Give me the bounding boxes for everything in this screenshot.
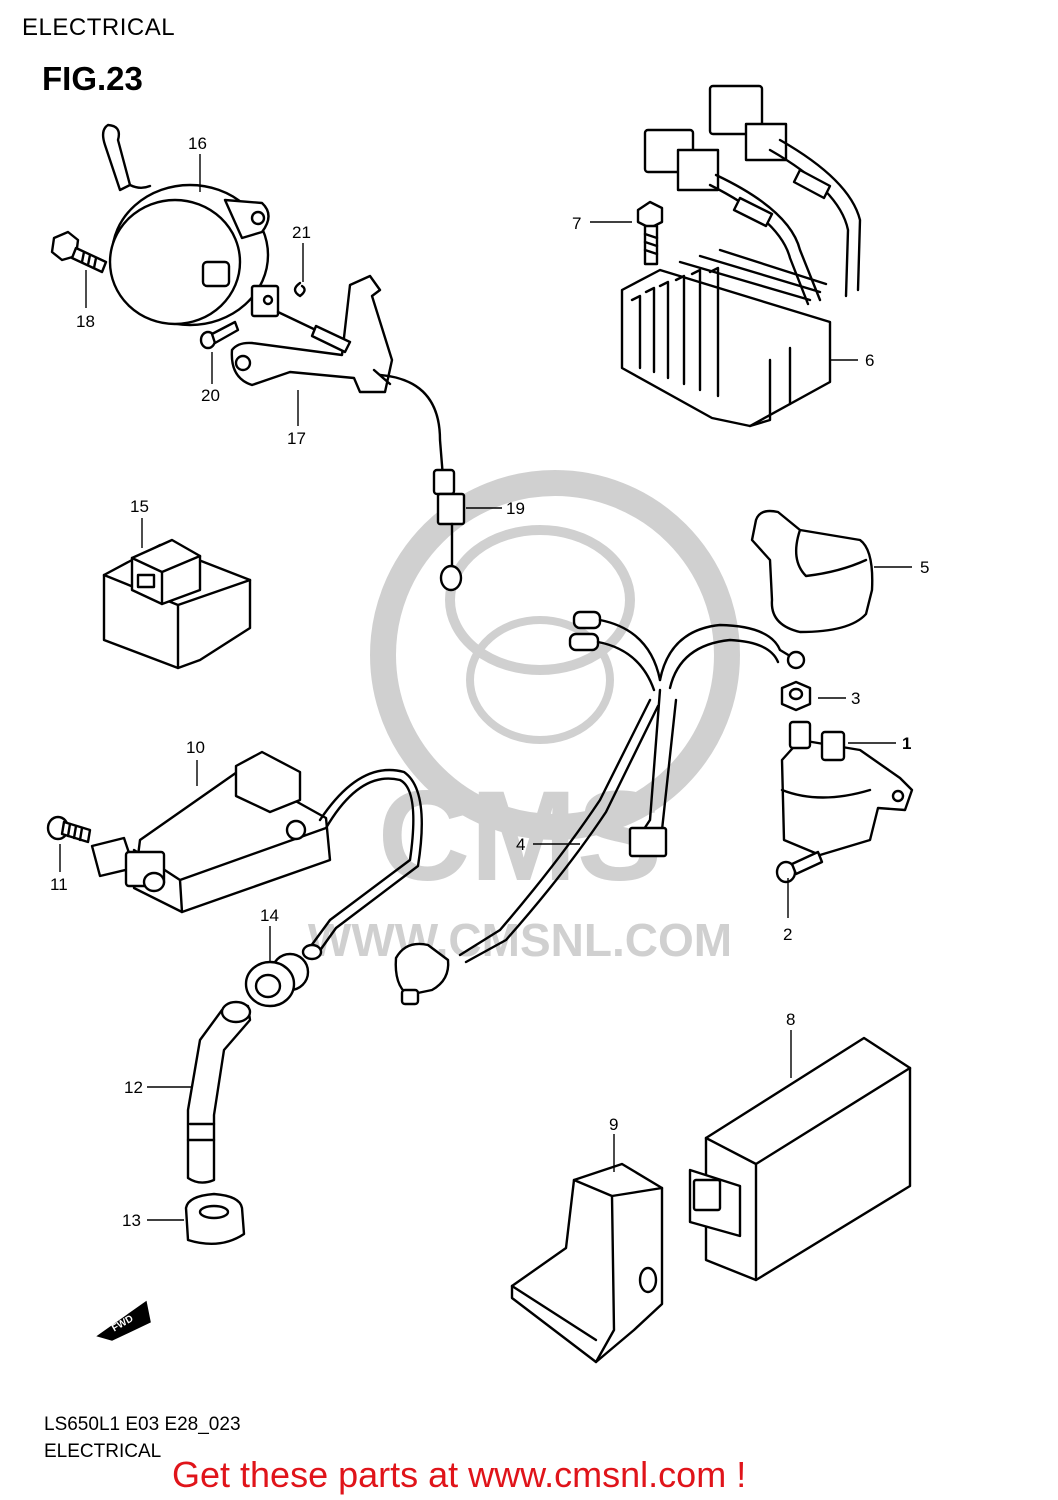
part-15-relay[interactable]: [102, 538, 252, 670]
part-number: 7: [572, 214, 581, 233]
part-number: 9: [609, 1115, 618, 1134]
part-number: 3: [851, 689, 860, 708]
part-number: 18: [76, 312, 95, 331]
part-number: 8: [786, 1010, 795, 1029]
part-5-terminal-cover[interactable]: [750, 509, 874, 634]
part-17-bracket[interactable]: [230, 274, 394, 394]
part-number: 1: [902, 734, 911, 753]
part-20-screw[interactable]: [199, 320, 240, 350]
part-number: 12: [124, 1078, 143, 1097]
part-10-ignition-coil[interactable]: [90, 750, 423, 961]
part-3-nut[interactable]: [780, 680, 812, 712]
part-19-cable-switch[interactable]: [372, 368, 466, 592]
part-1-starter-relay[interactable]: [780, 720, 914, 857]
footer-section: ELECTRICAL: [44, 1441, 162, 1462]
part-number: 21: [292, 223, 311, 242]
part-7-bolt[interactable]: [636, 200, 664, 266]
part-number: 11: [50, 875, 68, 894]
leader-lines: [59, 154, 912, 1221]
part-9-bracket[interactable]: [510, 1162, 664, 1364]
part-number: 2: [783, 925, 792, 944]
part-4-wiring-harness[interactable]: [394, 610, 806, 1006]
part-number: 5: [920, 558, 929, 577]
part-11-bolt[interactable]: [46, 815, 92, 844]
figure-number: FIG.23: [42, 60, 143, 97]
part-16-horn[interactable]: [101, 123, 270, 327]
part-number: 20: [201, 386, 220, 405]
part-2-screw[interactable]: [775, 850, 824, 884]
part-12-plug-cap[interactable]: [186, 1000, 252, 1184]
watermark-brand: CMS: [378, 765, 662, 908]
section-title: ELECTRICAL: [22, 14, 176, 41]
part-18-bolt[interactable]: [50, 230, 108, 274]
part-21-clip[interactable]: [293, 281, 306, 298]
part-8-ignitor[interactable]: [688, 1036, 912, 1282]
part-6-regulator[interactable]: [620, 84, 862, 428]
part-number: 15: [130, 497, 149, 516]
part-number: 4: [516, 835, 525, 854]
part-number: 17: [287, 429, 306, 448]
part-number: 14: [260, 906, 279, 925]
part-number: 13: [122, 1211, 141, 1230]
watermark-url: WWW.CMSNL.COM: [308, 914, 732, 966]
promo-link[interactable]: Get these parts at www.cmsnl.com !: [172, 1454, 747, 1495]
part-number: 16: [188, 134, 207, 153]
cms-watermark: CMS WWW.CMSNL.COM: [308, 470, 740, 966]
part-number: 6: [865, 351, 874, 370]
part-number: 19: [506, 499, 525, 518]
model-code: LS650L1 E03 E28_023: [44, 1414, 241, 1435]
part-14-seal[interactable]: [244, 952, 310, 1008]
part-13-boot[interactable]: [184, 1192, 246, 1246]
fwd-direction-icon: FWD: [96, 1300, 151, 1341]
part-number: 10: [186, 738, 205, 757]
part-number-labels: 16 18 21 20 17 19 7 6 15 5 3 1 2 4 10 11…: [50, 134, 929, 1230]
